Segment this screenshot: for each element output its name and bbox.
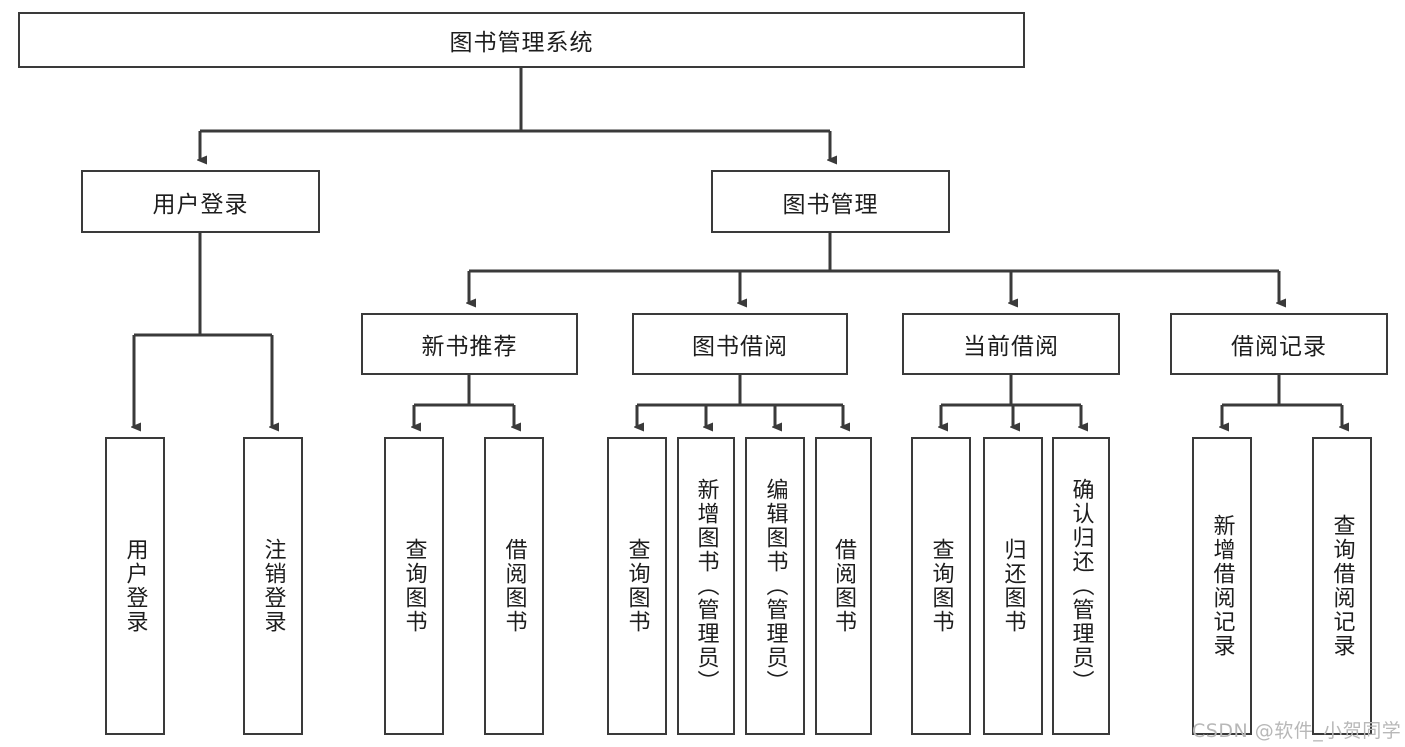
csdn-watermark: CSDN @软件_小贺同学 bbox=[1192, 720, 1402, 742]
node-root[interactable]: 图书管理系统 bbox=[18, 12, 1025, 68]
node-leaf-confirm-return[interactable]: 确认归还（管理员） bbox=[1052, 437, 1110, 735]
node-user-login[interactable]: 用户登录 bbox=[81, 170, 320, 233]
node-leaf-logout-login-label: 注销登录 bbox=[260, 538, 286, 634]
node-book-borrow-label: 图书借阅 bbox=[692, 334, 788, 360]
node-leaf-return-book[interactable]: 归还图书 bbox=[983, 437, 1043, 735]
node-leaf-add-borrow-record-label: 新增借阅记录 bbox=[1209, 514, 1235, 658]
node-leaf-add-book-label: 新增图书（管理员） bbox=[693, 478, 719, 694]
node-new-book-recommend-label: 新书推荐 bbox=[421, 334, 518, 360]
node-leaf-add-borrow-record[interactable]: 新增借阅记录 bbox=[1192, 437, 1252, 735]
node-current-borrow[interactable]: 当前借阅 bbox=[902, 313, 1120, 375]
node-leaf-query-book-1[interactable]: 查询图书 bbox=[384, 437, 444, 735]
node-borrow-record-label: 借阅记录 bbox=[1231, 334, 1327, 360]
node-leaf-borrow-book-1-label: 借阅图书 bbox=[501, 538, 527, 634]
node-leaf-query-borrow-record-label: 查询借阅记录 bbox=[1329, 514, 1355, 658]
node-leaf-add-book[interactable]: 新增图书（管理员） bbox=[677, 437, 735, 735]
node-leaf-query-borrow-record[interactable]: 查询借阅记录 bbox=[1312, 437, 1372, 735]
node-leaf-query-book-2[interactable]: 查询图书 bbox=[607, 437, 667, 735]
node-root-label: 图书管理系统 bbox=[449, 30, 594, 56]
node-leaf-query-book-1-label: 查询图书 bbox=[401, 538, 427, 634]
node-leaf-return-book-label: 归还图书 bbox=[1000, 538, 1026, 634]
node-leaf-borrow-book-2-label: 借阅图书 bbox=[831, 538, 857, 634]
node-leaf-query-book-3[interactable]: 查询图书 bbox=[911, 437, 971, 735]
node-leaf-borrow-book-2[interactable]: 借阅图书 bbox=[815, 437, 872, 735]
node-leaf-edit-book-label: 编辑图书（管理员） bbox=[762, 478, 788, 694]
node-leaf-borrow-book-1[interactable]: 借阅图书 bbox=[484, 437, 544, 735]
node-current-borrow-label: 当前借阅 bbox=[963, 334, 1059, 360]
node-user-login-label: 用户登录 bbox=[152, 191, 249, 218]
node-new-book-recommend[interactable]: 新书推荐 bbox=[361, 313, 578, 375]
node-borrow-record[interactable]: 借阅记录 bbox=[1170, 313, 1388, 375]
node-leaf-logout-login[interactable]: 注销登录 bbox=[243, 437, 303, 735]
node-leaf-edit-book[interactable]: 编辑图书（管理员） bbox=[745, 437, 805, 735]
node-leaf-query-book-2-label: 查询图书 bbox=[624, 538, 650, 634]
node-book-manage-label: 图书管理 bbox=[782, 191, 879, 218]
node-leaf-query-book-3-label: 查询图书 bbox=[928, 538, 954, 634]
node-leaf-user-login[interactable]: 用户登录 bbox=[105, 437, 165, 735]
node-book-borrow[interactable]: 图书借阅 bbox=[632, 313, 848, 375]
node-leaf-confirm-return-label: 确认归还（管理员） bbox=[1068, 478, 1094, 694]
node-book-manage[interactable]: 图书管理 bbox=[711, 170, 950, 233]
node-leaf-user-login-label: 用户登录 bbox=[122, 538, 148, 634]
